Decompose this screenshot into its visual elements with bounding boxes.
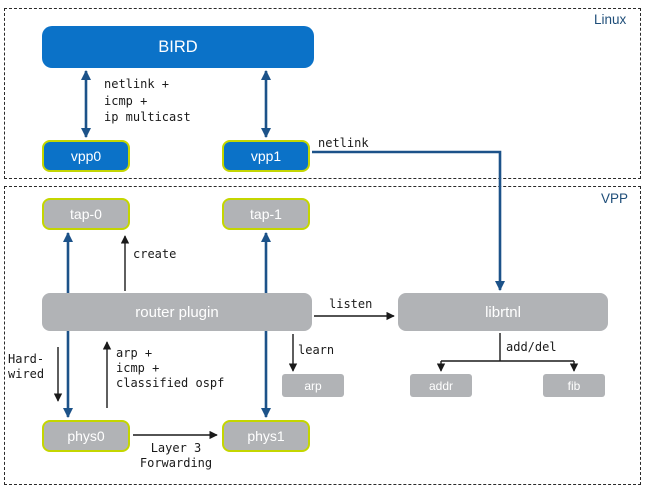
node-phys1: phys1 <box>222 420 310 452</box>
annotation-listen: listen <box>329 297 373 311</box>
annotation-learn: learn <box>298 343 335 357</box>
node-phys0: phys0 <box>42 420 130 452</box>
annotation-netlink: netlink <box>318 136 369 150</box>
vpp-region-label: VPP <box>601 191 629 206</box>
node-bird: BIRD <box>42 26 314 68</box>
annotation-hard-wired: Hard- wired <box>8 352 45 381</box>
node-vpp0: vpp0 <box>42 140 130 172</box>
annotation-add-del: add/del <box>506 340 557 354</box>
annotation-phys-protocols: arp + icmp + classified ospf <box>116 346 225 390</box>
annotation-create: create <box>133 247 177 261</box>
linux-region-label: Linux <box>594 12 627 27</box>
node-addr: addr <box>410 374 472 397</box>
node-router-plugin: router plugin <box>42 293 312 331</box>
node-tap0: tap-0 <box>42 198 130 230</box>
annotation-layer3-forwarding: Layer 3 Forwarding <box>139 441 213 470</box>
node-fib: fib <box>543 374 605 397</box>
annotation-bird-vpp-protocols: netlink + icmp + ip multicast <box>104 77 191 124</box>
node-tap1: tap-1 <box>222 198 310 230</box>
node-arp: arp <box>282 374 344 397</box>
node-librtnl: librtnl <box>398 293 608 331</box>
node-vpp1: vpp1 <box>222 140 310 172</box>
